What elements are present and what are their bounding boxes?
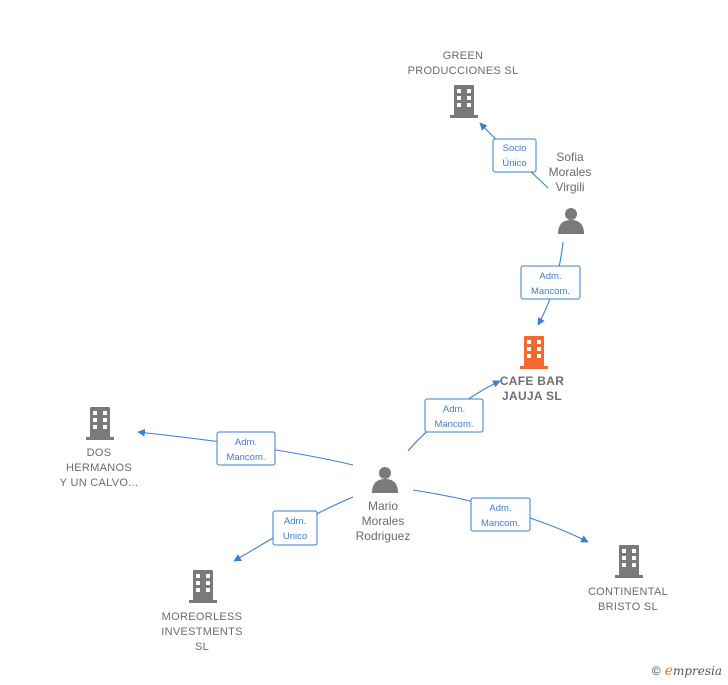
person-name-line: Rodriguez — [356, 529, 411, 543]
company-name-line: SL — [195, 641, 209, 653]
svg-text:Mancom.: Mancom. — [481, 518, 520, 529]
company-name-line: HERMANOS — [66, 462, 132, 474]
svg-text:Adm.: Adm. — [235, 437, 257, 448]
company-node-cafe-bar-jauja[interactable]: CAFE BAR JAUJA SL — [500, 336, 564, 403]
company-node-moreorless-investments[interactable]: MOREORLESS INVESTMENTS SL — [161, 570, 243, 653]
relation-adm-mancom-sofia-label[interactable]: Adm. Mancom. — [520, 265, 581, 300]
building-icon — [86, 407, 114, 440]
person-node-mario-morales-rodriguez[interactable]: Mario Morales Rodriguez — [356, 467, 411, 543]
relation-adm-unico-label[interactable]: Adm. Unico — [272, 510, 318, 546]
person-name-line: Virgili — [555, 180, 584, 194]
brand-logo-text: mpresia — [672, 664, 722, 678]
svg-text:Adm.: Adm. — [539, 271, 561, 282]
building-icon — [450, 85, 478, 118]
company-name-line: JAUJA SL — [502, 389, 562, 403]
company-name-line: GREEN — [443, 50, 484, 62]
relation-adm-mancom-cafe-label[interactable]: Adm. Mancom. — [424, 398, 484, 433]
company-name-line: MOREORLESS — [162, 611, 243, 623]
relation-socio-unico-label[interactable]: Socio Único — [492, 138, 537, 173]
relation-adm-mancom-continental-label[interactable]: Adm. Mancom. — [470, 497, 531, 532]
svg-text:Adm.: Adm. — [284, 516, 306, 527]
svg-text:Mancom.: Mancom. — [434, 419, 473, 430]
person-icon — [558, 208, 584, 234]
relation-adm-mancom-dos-label[interactable]: Adm. Mancom. — [216, 431, 276, 466]
svg-text:Mancom.: Mancom. — [531, 286, 570, 297]
person-name-line: Sofia — [556, 150, 584, 164]
company-name-line: CONTINENTAL — [588, 586, 668, 598]
svg-text:Socio: Socio — [503, 143, 527, 154]
person-name-line: Mario — [368, 499, 398, 513]
company-name-line: DOS — [87, 447, 112, 459]
svg-text:Adm.: Adm. — [489, 503, 511, 514]
company-node-green-producciones[interactable]: GREEN PRODUCCIONES SL — [408, 50, 519, 118]
svg-text:Adm.: Adm. — [443, 404, 465, 415]
company-node-dos-hermanos[interactable]: DOS HERMANOS Y UN CALVO... — [60, 407, 139, 489]
copyright-icon: © — [651, 664, 661, 678]
brand-logo-letter: e — [664, 663, 673, 679]
company-name-line: Y UN CALVO... — [60, 477, 139, 489]
brand-footer: ©empresia — [652, 663, 722, 679]
building-icon — [189, 570, 217, 603]
edges — [137, 122, 589, 562]
company-node-continental-bristo[interactable]: CONTINENTAL BRISTO SL — [588, 545, 668, 613]
person-icon — [372, 467, 398, 493]
company-name-line: INVESTMENTS — [161, 626, 243, 638]
building-icon — [615, 545, 643, 578]
company-name-line: CAFE BAR — [500, 374, 564, 388]
building-icon — [520, 336, 548, 369]
company-name-line: BRISTO SL — [598, 601, 658, 613]
svg-text:Unico: Unico — [283, 531, 307, 542]
person-node-sofia-morales-virgili[interactable]: Sofia Morales Virgili — [549, 150, 592, 234]
person-name-line: Morales — [549, 165, 592, 179]
svg-text:Único: Único — [502, 158, 526, 169]
svg-text:Mancom.: Mancom. — [226, 452, 265, 463]
company-name-line: PRODUCCIONES SL — [408, 65, 519, 77]
person-name-line: Morales — [362, 514, 405, 528]
